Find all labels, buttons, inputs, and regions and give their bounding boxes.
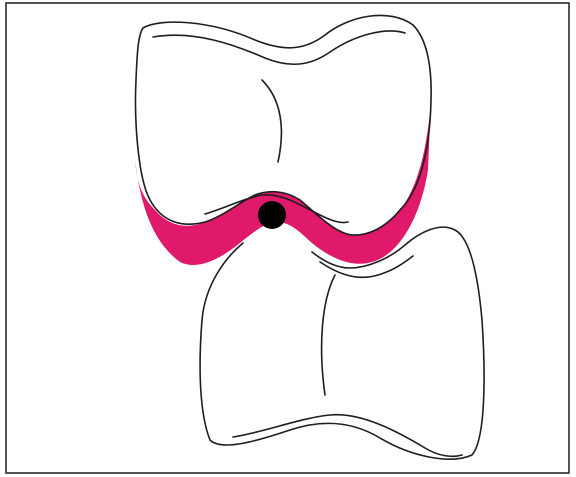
pivot-point: [258, 201, 286, 229]
figure-frame: [6, 3, 569, 473]
